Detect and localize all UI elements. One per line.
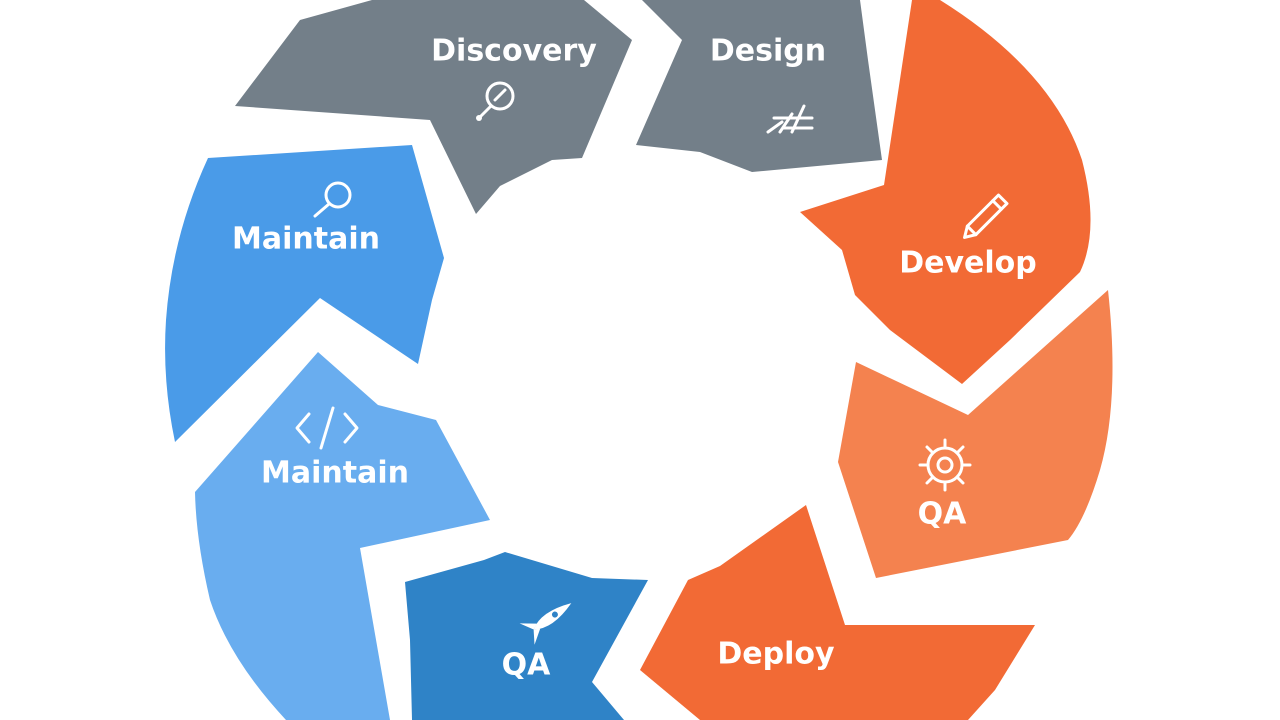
segment-maintain-blue-shape — [165, 145, 444, 442]
segment-develop-shape — [800, 0, 1091, 384]
segment-maintain-light: Maintain — [195, 352, 490, 720]
segment-discovery: Discovery — [235, 0, 632, 214]
segment-qa-blue-label: QA — [502, 648, 552, 683]
segment-deploy-label: Deploy — [717, 637, 835, 672]
segment-discovery-shape — [235, 0, 632, 214]
segment-maintain-blue-label: Maintain — [232, 222, 380, 257]
code-icon — [295, 406, 359, 450]
segment-qa-blue: QA — [405, 552, 648, 720]
lightbulb-icon — [476, 81, 515, 121]
segment-develop-label: Develop — [899, 246, 1037, 281]
search-icon — [313, 181, 352, 218]
segment-design: Design — [636, 0, 882, 172]
rocket-icon — [519, 603, 572, 645]
center-hub — [440, 150, 840, 550]
segment-maintain-light-shape — [195, 352, 490, 720]
segment-maintain-light-label: Maintain — [261, 456, 409, 491]
segment-design-shape — [636, 0, 882, 172]
segment-deploy-shape — [640, 505, 1035, 720]
segment-deploy: Deploy — [640, 505, 1035, 720]
segment-qa-orange-label: QA — [918, 497, 968, 532]
segment-qa-blue-shape — [405, 552, 648, 720]
gear-icon — [918, 438, 972, 492]
segment-maintain-blue: Maintain — [165, 145, 444, 442]
segment-design-label: Design — [710, 34, 826, 69]
pencil-icon — [963, 193, 1009, 239]
segment-qa-orange: QA — [838, 290, 1113, 578]
segment-qa-orange-shape — [838, 290, 1113, 578]
segment-discovery-label: Discovery — [431, 34, 597, 69]
tools-icon — [766, 104, 814, 134]
segment-develop: Develop — [800, 0, 1091, 384]
